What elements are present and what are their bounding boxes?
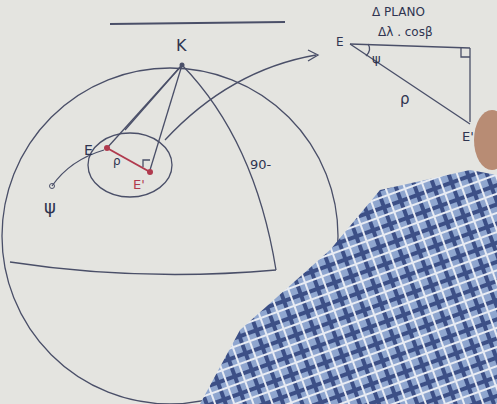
angle-label: 90- (250, 158, 271, 171)
point-label: E' (133, 178, 145, 191)
note-label: Δ PLANO (372, 6, 425, 18)
distance-label: ρ (113, 155, 121, 167)
pole-label: K (176, 38, 187, 54)
side-label: Δλ . cosβ (378, 26, 433, 38)
point-label: E' (462, 130, 474, 143)
angle-label: ψ (372, 52, 381, 65)
point-label: E (84, 143, 93, 157)
side-label: ρ (400, 92, 410, 107)
point-label: E (336, 36, 344, 48)
star-label: ψ (44, 198, 56, 216)
